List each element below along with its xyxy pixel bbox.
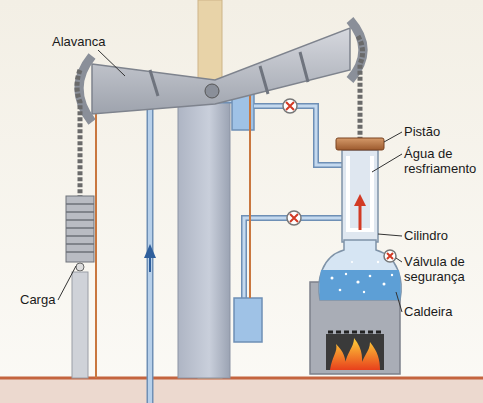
- valve: [283, 99, 297, 113]
- part-label: Carga: [20, 292, 55, 307]
- boiler-water: [319, 270, 400, 300]
- part-label: Alavanca: [52, 34, 105, 49]
- cooling-pipe-inner: [254, 106, 342, 165]
- lower-tank: [234, 298, 262, 342]
- leader-lines: [58, 50, 402, 312]
- cooling-pipe: [254, 106, 342, 165]
- cylinder: [342, 150, 378, 242]
- hook: [76, 263, 84, 271]
- steam-arrow: [354, 194, 366, 206]
- safety-valve: [384, 250, 396, 262]
- pump-rod: [95, 112, 97, 378]
- beam: [92, 28, 350, 114]
- part-label: Válvula de segurança: [404, 254, 474, 284]
- firebox: [326, 334, 384, 370]
- bubbles: [331, 261, 394, 293]
- steam-arrow: [359, 204, 362, 230]
- pump-rod: [249, 88, 251, 298]
- load: [66, 196, 94, 262]
- valve: [287, 211, 301, 225]
- load-stripes: [66, 204, 94, 252]
- beam-strap: [150, 52, 308, 96]
- chain: [358, 36, 363, 138]
- part-label: Caldeira: [404, 304, 452, 319]
- cooling-water: [348, 156, 372, 230]
- pier: [178, 100, 230, 378]
- feed-pipe: [150, 100, 236, 403]
- pivot: [205, 84, 219, 98]
- part-label: Água de resfriamento: [404, 146, 480, 176]
- grate: [328, 331, 382, 334]
- boiler: [319, 240, 401, 300]
- feed-pipe-inner: [150, 100, 236, 403]
- chain: [77, 70, 80, 196]
- piston: [336, 138, 384, 150]
- ground: [0, 378, 483, 403]
- fire: [330, 338, 380, 370]
- flow-arrow: [144, 244, 156, 258]
- part-label: Pistão: [404, 124, 440, 139]
- pump-column: [72, 272, 88, 378]
- flow-arrow: [149, 258, 151, 272]
- part-label: Cilindro: [404, 228, 448, 243]
